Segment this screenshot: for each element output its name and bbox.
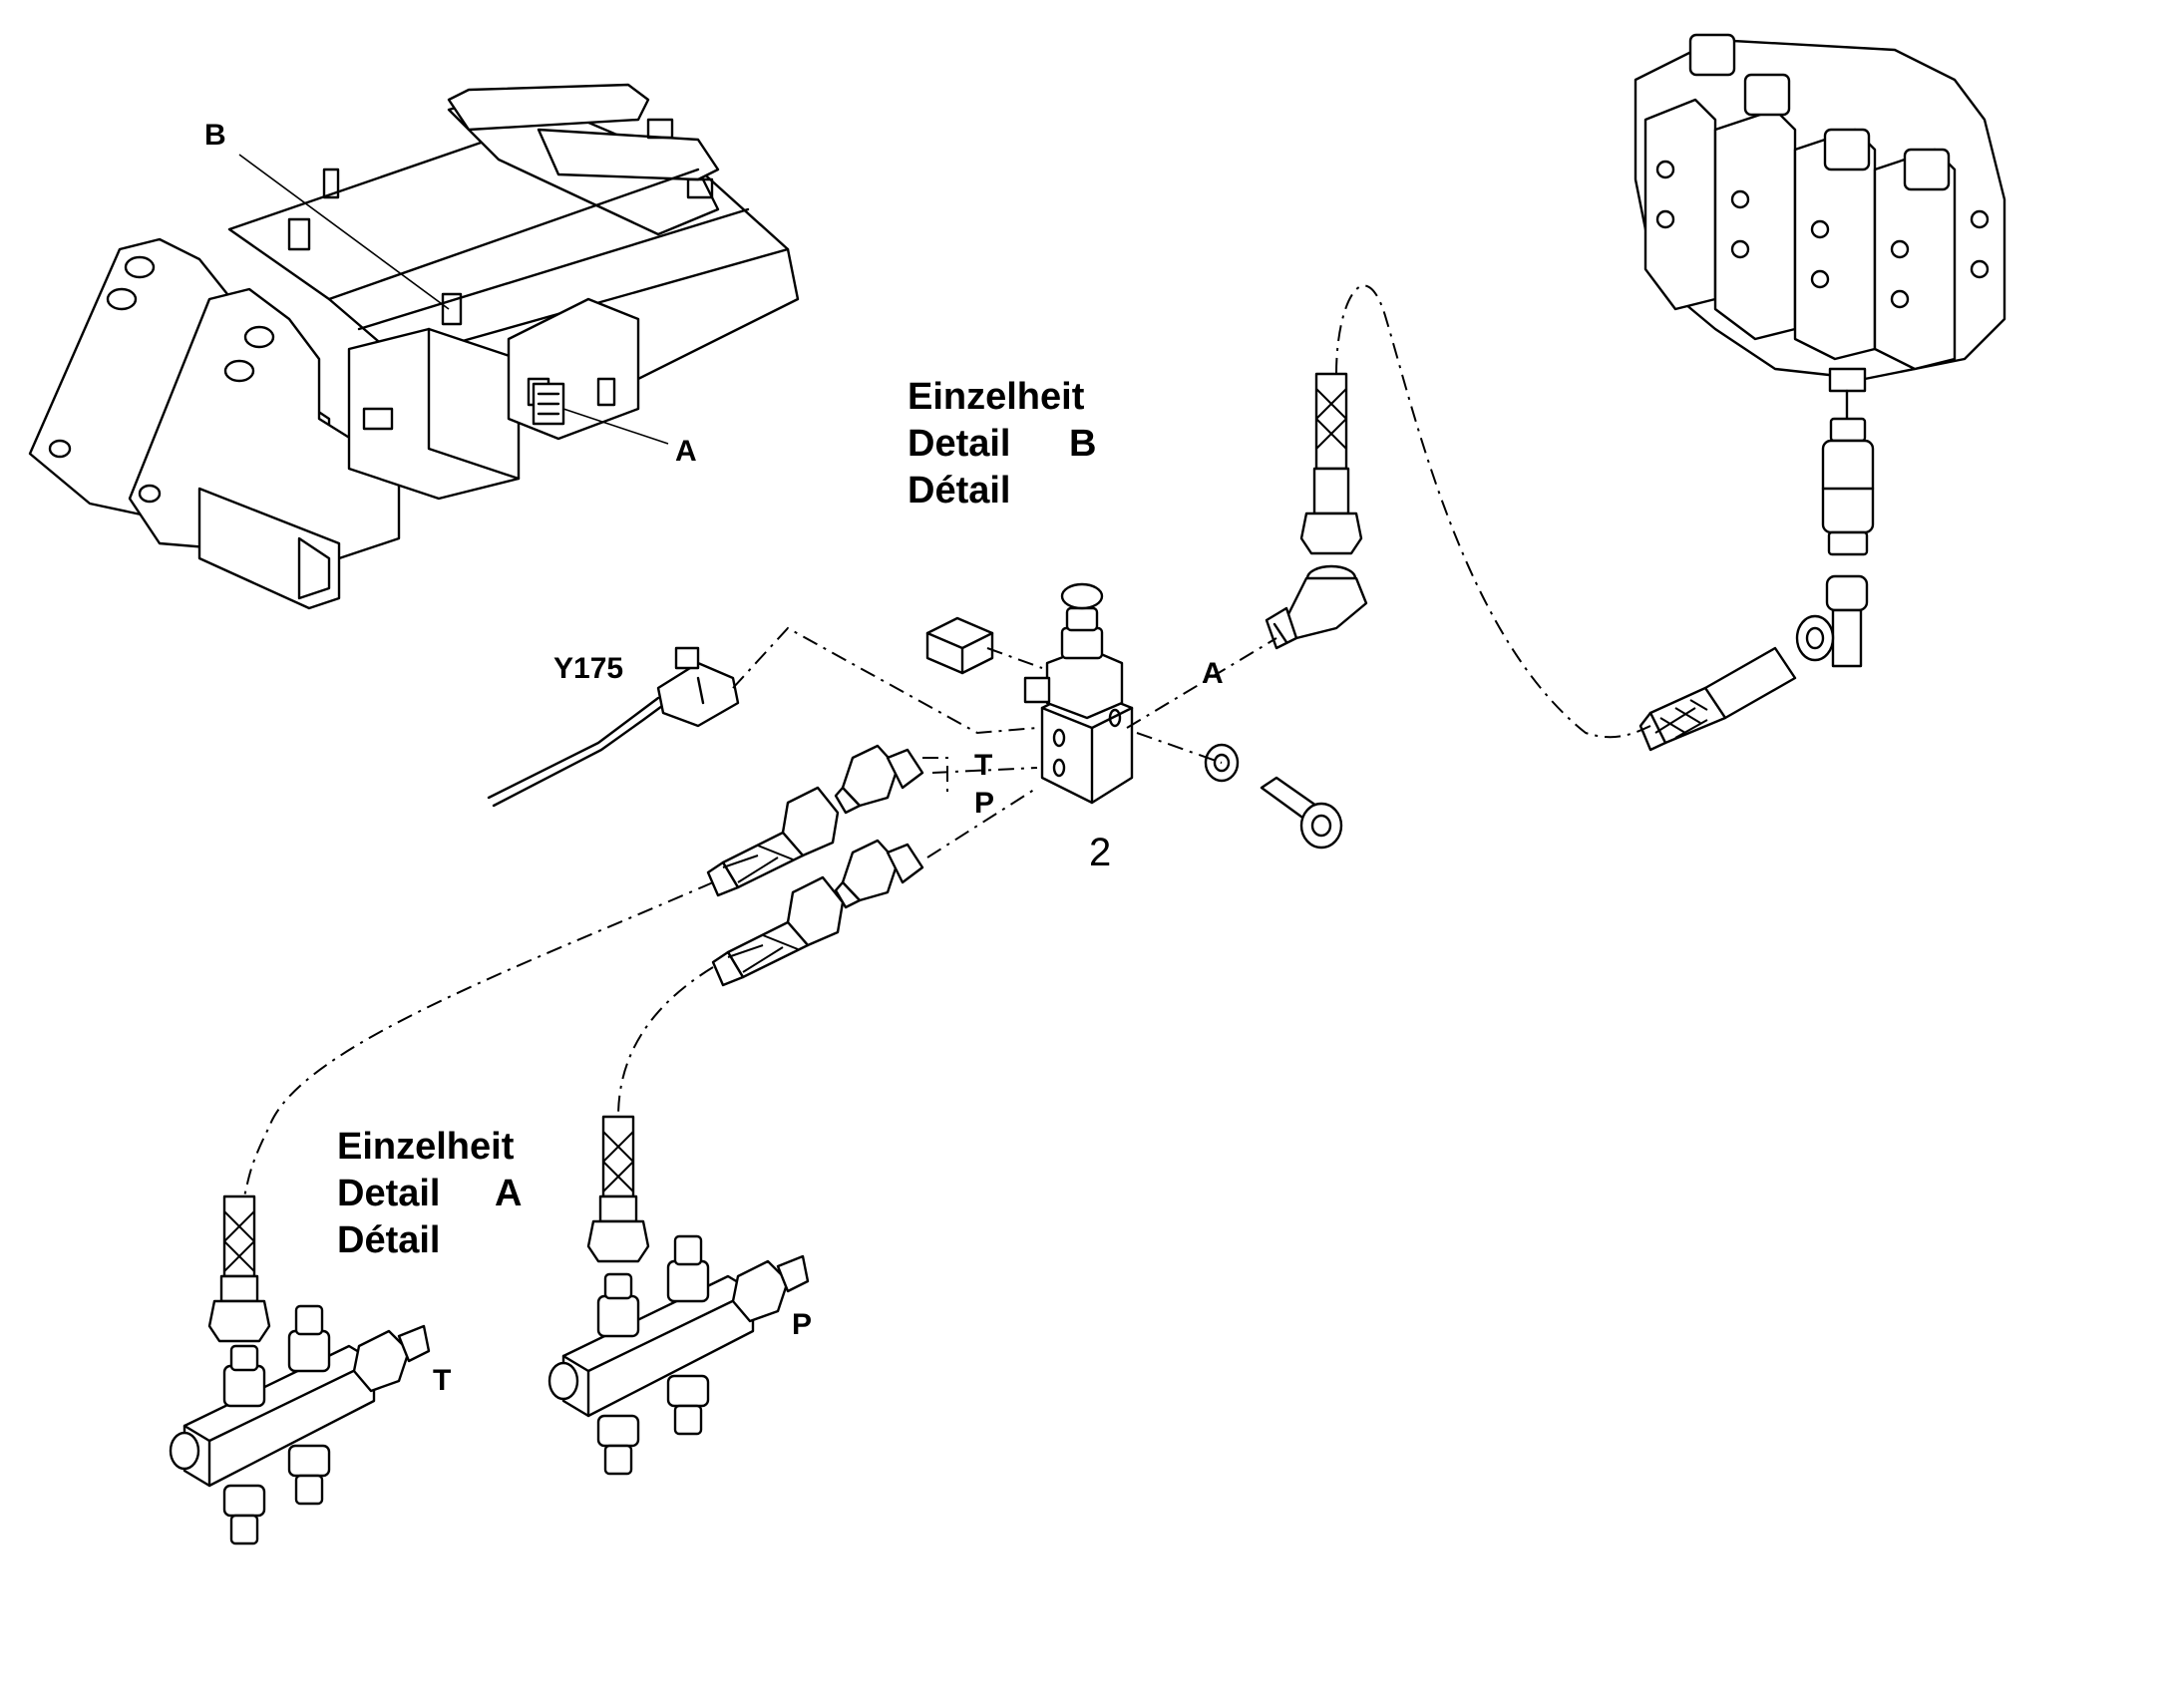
hose-end-t [706,786,840,897]
port-label-p: P [974,787,994,820]
svg-text:Einzelheit: Einzelheit [908,376,1085,418]
adapter-t [834,744,924,815]
adapter-p [834,839,924,909]
svg-text:Detail: Detail [908,423,1010,465]
svg-text:Détail: Détail [908,470,1010,512]
svg-text:A: A [495,1173,522,1214]
item-number-2: 2 [1089,831,1111,874]
solenoid-valve [1023,582,1134,805]
detail-a-heading: Einzelheit Detail A Détail [337,1126,522,1261]
connector-y175-cable [487,646,740,808]
elbow-fitting-a [1265,564,1368,650]
chassis-frame [28,83,800,610]
block-label-t: T [433,1364,451,1397]
dashed-routing-lines [243,284,1651,1197]
frame-label-a: A [675,435,697,468]
svg-text:Détail: Détail [337,1219,440,1261]
block-label-p: P [792,1308,812,1341]
distribution-block-p [547,1234,810,1476]
control-valve-assembly [1634,33,2006,421]
hose-end-top [1299,372,1363,555]
hose-end-p [711,875,845,987]
svg-text:B: B [1069,423,1096,465]
port-label-a: A [1202,657,1224,690]
tee-fitting-right [1795,574,1869,668]
hose-end-right [1638,646,1797,752]
mounting-plate [925,616,994,675]
svg-text:Einzelheit: Einzelheit [337,1126,515,1168]
hose-end-block-t [207,1195,271,1343]
connector-label-y175: Y175 [553,652,623,685]
frame-label-b: B [204,119,226,152]
check-valve-cartridge [1821,417,1875,556]
detail-b-heading: Einzelheit Detail B Détail [908,376,1096,512]
svg-text:Detail: Detail [337,1173,440,1214]
port-label-t: T [974,749,992,782]
distribution-block-t [169,1304,431,1545]
hose-end-block-p [586,1115,650,1263]
washer-and-bolt [1204,743,1343,850]
